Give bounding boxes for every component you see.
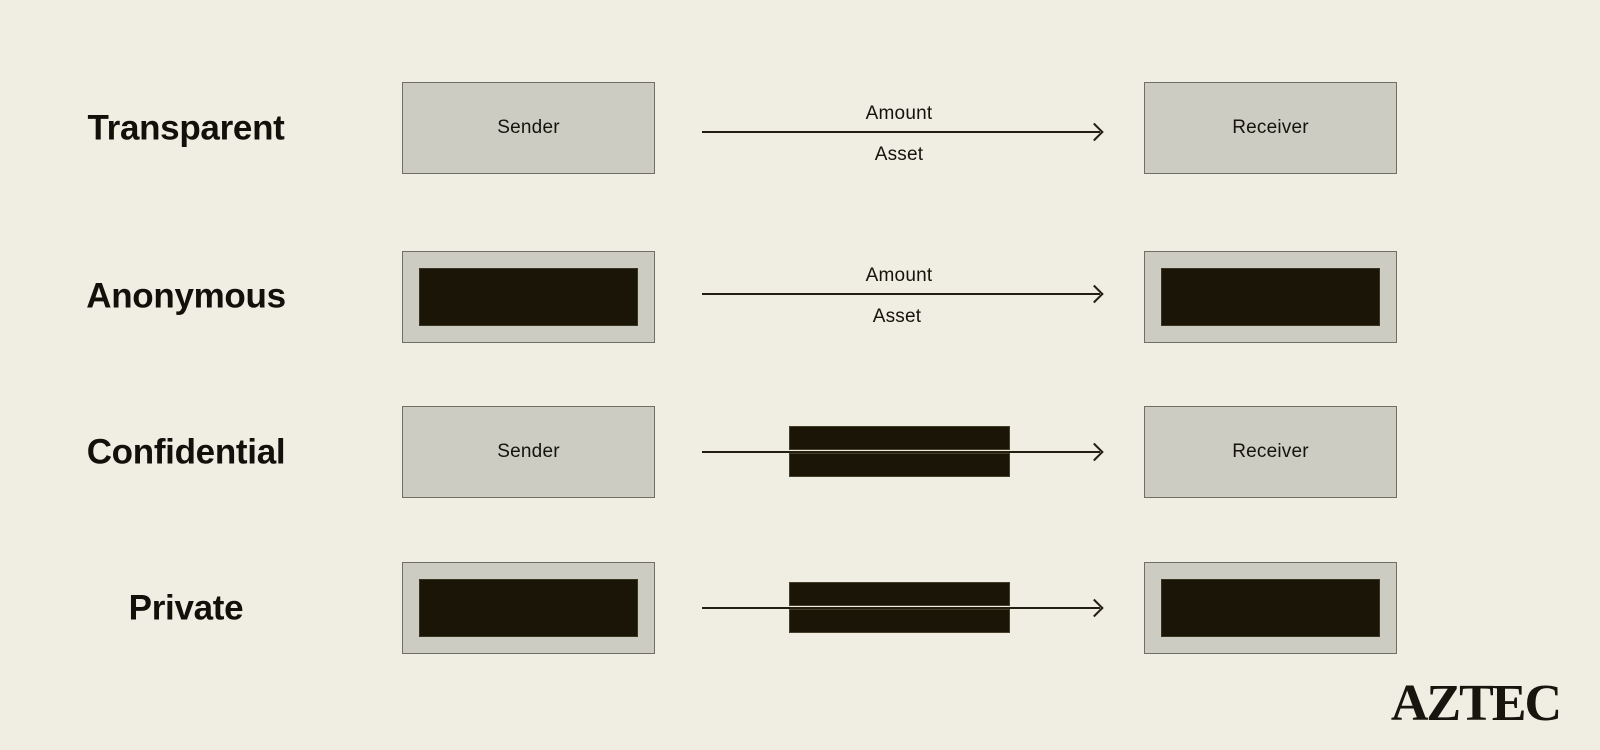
transfer-amount-redaction-bar (789, 426, 1010, 450)
transfer-arrow-anonymous (702, 284, 1104, 304)
transfer-asset-label-anonymous: Asset (872, 306, 922, 327)
aztec-logo: AZTEC (1390, 675, 1562, 732)
arrow-shaft (702, 451, 1100, 453)
transfer-asset-redaction-bar (789, 453, 1010, 477)
receiver-box-anonymous (1144, 251, 1397, 343)
row-label-anonymous: Anonymous (86, 276, 286, 316)
sender-box-anonymous (402, 251, 655, 343)
transfer-redaction-confidential (789, 426, 1010, 477)
transfer-arrow-confidential (702, 442, 1104, 462)
transfer-asset-label-transparent: Asset (874, 144, 924, 165)
receiver-box-private (1144, 562, 1397, 654)
arrow-shaft (702, 293, 1100, 295)
receiver-box-confidential: Receiver (1144, 406, 1397, 498)
transfer-arrow-transparent (702, 122, 1104, 142)
arrow-shaft (702, 131, 1100, 133)
aztec-wordmark: AZTEC (1390, 675, 1562, 732)
row-label-private: Private (128, 588, 244, 628)
row-label-transparent: Transparent (87, 108, 285, 148)
sender-label: Sender (497, 117, 560, 138)
arrow-shaft (702, 607, 1100, 609)
receiver-label: Receiver (1232, 117, 1309, 138)
receiver-redaction-bar (1161, 579, 1380, 637)
receiver-redaction-bar (1161, 268, 1380, 326)
arrow-head-icon (1085, 284, 1104, 304)
sender-box-confidential: Sender (402, 406, 655, 498)
transfer-amount-label-anonymous: Amount (865, 265, 933, 286)
arrow-head-icon (1085, 598, 1104, 618)
transfer-amount-label-transparent: Amount (865, 103, 933, 124)
receiver-label: Receiver (1232, 441, 1309, 462)
arrow-head-icon (1085, 122, 1104, 142)
transfer-redaction-private (789, 582, 1010, 633)
transfer-asset-redaction-bar (789, 609, 1010, 633)
sender-redaction-bar (419, 579, 638, 637)
transfer-amount-redaction-bar (789, 582, 1010, 606)
sender-box-private (402, 562, 655, 654)
receiver-box-transparent: Receiver (1144, 82, 1397, 174)
row-label-confidential: Confidential (86, 432, 286, 472)
sender-redaction-bar (419, 268, 638, 326)
sender-label: Sender (497, 441, 560, 462)
transfer-arrow-private (702, 598, 1104, 618)
sender-box-transparent: Sender (402, 82, 655, 174)
arrow-head-icon (1085, 442, 1104, 462)
